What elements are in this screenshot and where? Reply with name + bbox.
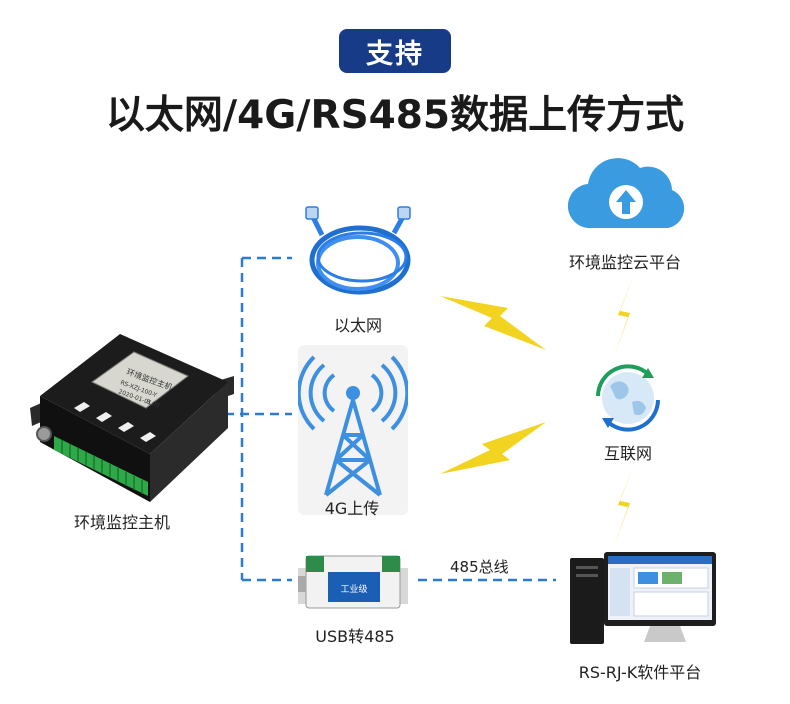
cloud-platform-icon [568,158,685,229]
cell-tower-icon [298,345,408,515]
usb485-converter-icon: 工业级 [298,555,408,609]
lightning-ethernet-icon [440,296,546,350]
ethernet-cable-icon [305,206,411,295]
page-title: 以太网/4G/RS485数据上传方式 [105,93,685,138]
ethernet-label: 以太网 [333,316,383,335]
internet-label: 互联网 [603,444,653,463]
screen-line-4: 8.00 [145,398,160,409]
host-label: 环境监控主机 [73,513,171,532]
software-label: RS-RJ-K软件平台 [578,663,702,682]
lightning-software-icon [614,465,634,547]
lightning-cellular-icon [440,422,546,474]
software-pc-icon [570,552,716,644]
bus-label: 485总线 [450,558,509,576]
support-badge: 支持 [339,29,451,73]
host-device-icon: 环境监控主机 RS-XZJ-100-Y 2020-01-01 8.00 [30,334,234,502]
usb-box-text: 工业级 [340,583,367,595]
cloud-label: 环境监控云平台 [568,253,682,272]
globe-icon [596,364,660,432]
cellular-label: 4G上传 [324,499,380,518]
lightning-cloud-icon [614,275,634,357]
usb485-label: USB转485 [315,627,395,646]
